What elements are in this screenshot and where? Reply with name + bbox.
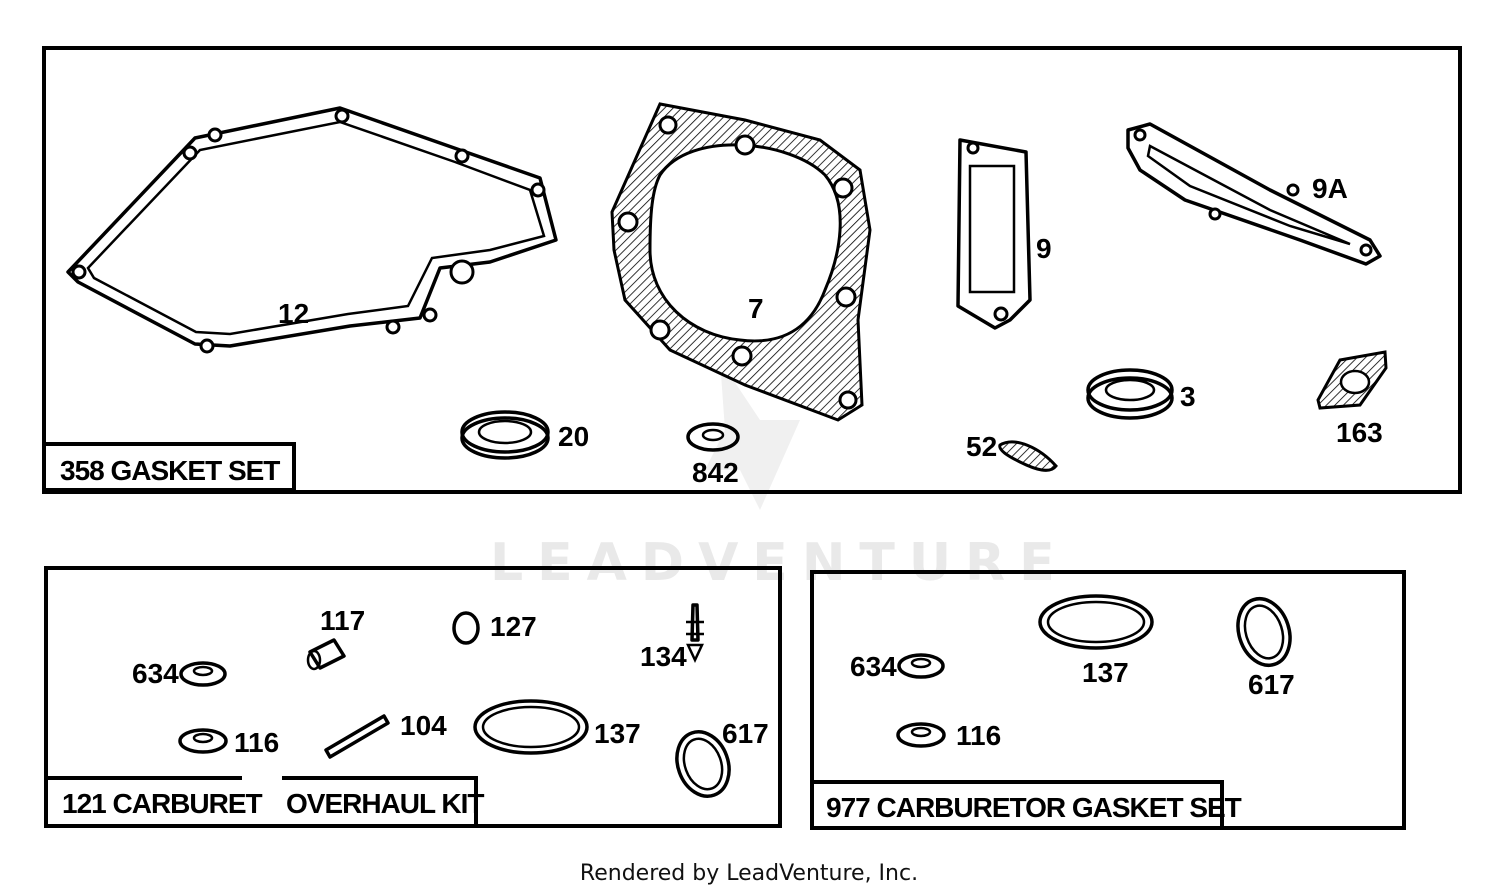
part-7-cylinder-head-gasket[interactable] xyxy=(610,102,872,422)
part-117-sleeve[interactable] xyxy=(306,638,346,671)
part-634-washer-carb[interactable] xyxy=(897,653,945,679)
part-137-bowl-gasket[interactable] xyxy=(473,699,589,755)
part-127-ring[interactable] xyxy=(452,611,480,645)
gasket-set-panel xyxy=(42,46,1462,494)
callout-9: 9 xyxy=(1036,233,1052,264)
callout-127: 127 xyxy=(490,611,537,642)
callout-12: 12 xyxy=(278,298,309,329)
part-137-bowl-gasket-carb[interactable] xyxy=(1038,594,1154,650)
footer-credit: Rendered by LeadVenture, Inc. xyxy=(580,861,918,886)
watermark: LEADVENTURE xyxy=(490,360,1069,593)
part-9-intake-gasket[interactable] xyxy=(956,138,1032,330)
callout-9a: 9A xyxy=(1312,173,1348,204)
callout-3: 3 xyxy=(1180,381,1196,412)
part-617-seal[interactable] xyxy=(668,724,738,803)
carb-gasket-set-label-box xyxy=(810,780,1224,830)
watermark-logo-icon xyxy=(705,360,800,510)
overhaul-kit-label-box xyxy=(46,776,478,826)
callout-52: 52 xyxy=(966,431,997,462)
part-116-washer[interactable] xyxy=(178,728,228,754)
part-116-washer-carb[interactable] xyxy=(896,722,946,748)
part-617-seal-carb[interactable] xyxy=(1230,592,1299,672)
callout-163: 163 xyxy=(1336,417,1383,448)
callout-617-overhaul: 617 xyxy=(722,718,769,749)
part-3-oil-seal[interactable] xyxy=(1086,368,1174,420)
gasket-set-label-box xyxy=(42,442,296,492)
callout-634-overhaul: 634 xyxy=(132,658,179,689)
callout-842: 842 xyxy=(692,457,739,488)
part-52-gasket[interactable] xyxy=(998,440,1058,472)
part-104-pin[interactable] xyxy=(324,714,390,759)
part-12-crankcase-gasket[interactable] xyxy=(66,106,558,354)
part-634-washer[interactable] xyxy=(179,661,227,687)
overhaul-kit-panel xyxy=(44,566,782,828)
callout-104: 104 xyxy=(400,710,447,741)
callout-137-carb: 137 xyxy=(1082,657,1129,688)
callout-116-carb: 116 xyxy=(956,720,1001,751)
gasket-set-label: 358 GASKET SET xyxy=(60,455,280,486)
part-842-washer[interactable] xyxy=(686,422,740,452)
callout-617-carb: 617 xyxy=(1248,669,1295,700)
watermark-text: LEADVENTURE xyxy=(490,533,1069,593)
callout-134: 134 xyxy=(640,641,687,672)
part-134-needle[interactable] xyxy=(686,603,704,663)
part-20-oil-seal[interactable] xyxy=(460,410,550,460)
callout-20: 20 xyxy=(558,421,589,452)
overhaul-kit-label-right: OVERHAUL KIT xyxy=(286,788,484,819)
callout-7: 7 xyxy=(748,293,764,324)
callout-117: 117 xyxy=(320,605,365,636)
callout-116-overhaul: 116 xyxy=(234,727,279,758)
part-9a-gasket[interactable] xyxy=(1126,122,1382,266)
part-163-gasket[interactable] xyxy=(1316,350,1388,410)
callout-137-overhaul: 137 xyxy=(594,718,641,749)
carb-gasket-set-label: 977 CARBURETOR GASKET SET xyxy=(826,792,1242,823)
callout-634-carb: 634 xyxy=(850,651,897,682)
overhaul-kit-label-left: 121 CARBURET xyxy=(62,788,262,819)
